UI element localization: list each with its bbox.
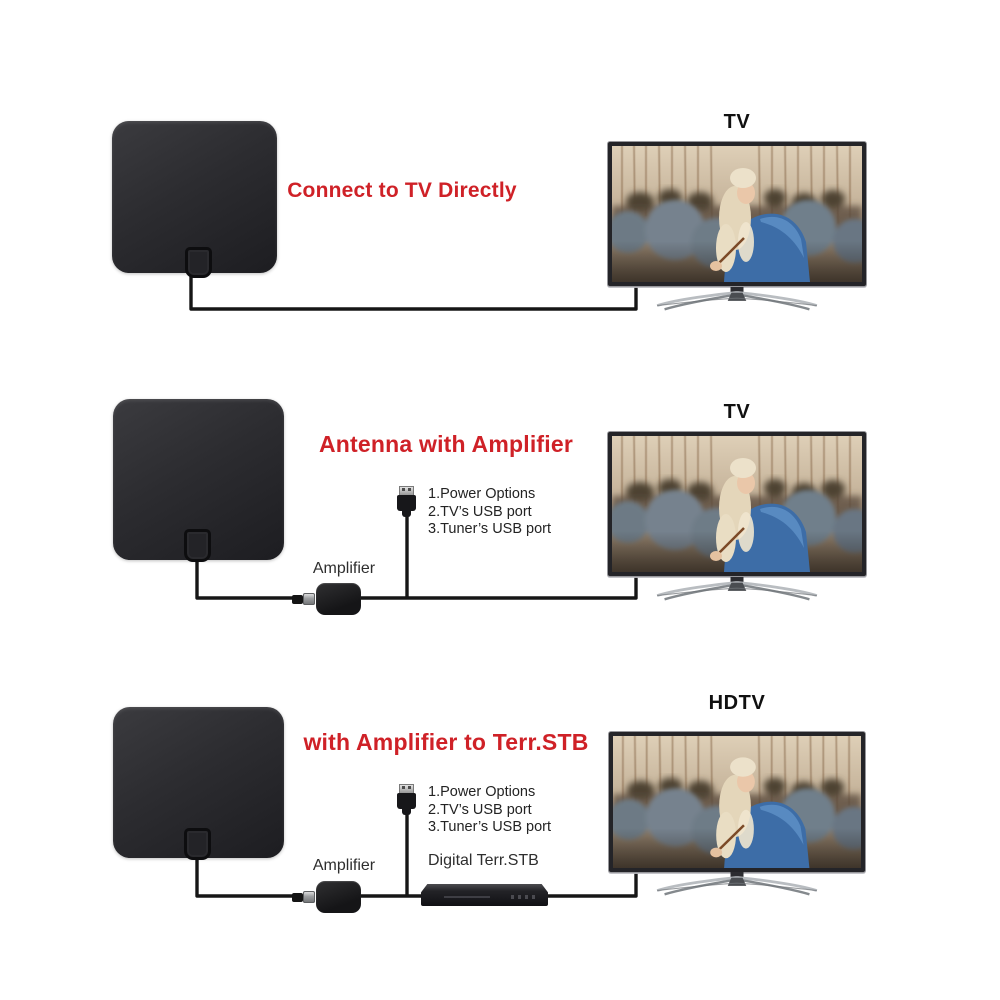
tv-screen-image (613, 736, 861, 868)
amplifier-input-plug (292, 594, 303, 604)
tv-stand (652, 872, 822, 898)
amplifier-body (316, 583, 361, 615)
tv-screen-image (612, 146, 862, 282)
usb-power-options: 1.Power Options 2.TV’s USB port 3.Tuner’… (428, 784, 551, 837)
stb-front-buttons (511, 894, 537, 899)
stb-body (421, 884, 548, 906)
tv-unit (608, 731, 866, 873)
amplifier-device (292, 583, 361, 615)
amplifier-input-plug (292, 892, 303, 902)
usb-power-option: 1.Power Options (428, 486, 536, 502)
tv-unit (607, 431, 867, 577)
usb-power-option: 2.TV’s USB port (428, 503, 532, 520)
tv-unit (607, 141, 867, 287)
stb-device (421, 884, 548, 906)
amplifier-coax-connector (303, 593, 315, 605)
amplifier-device (292, 881, 361, 913)
tv-label: TV (723, 111, 751, 133)
usb-plug-icon (396, 486, 416, 517)
stb-disc-slot (443, 896, 490, 899)
usb-plug-body (396, 495, 416, 511)
tv-stand (652, 287, 822, 313)
tv-screen-image (612, 436, 862, 572)
amplifier-body (316, 881, 361, 913)
usb-metal-tip (398, 784, 414, 793)
coax-cable (360, 575, 638, 600)
usb-metal-tip (398, 486, 414, 495)
amplifier-coax-connector (303, 891, 315, 903)
usb-power-option: 3.Tuner’s USB port (428, 521, 552, 537)
usb-power-option: 2.TV’s USB port (428, 801, 532, 818)
usb-power-option: 1.Power Options (428, 784, 536, 800)
antenna-cable-connector (184, 828, 211, 860)
usb-power-options: 1.Power Options 2.TV’s USB port 3.Tuner’… (428, 486, 551, 539)
usb-power-option: 3.Tuner’s USB port (428, 819, 552, 835)
tv-label: HDTV (708, 692, 766, 714)
tv-stand (652, 577, 822, 603)
stb-label: Digital Terr.STB (428, 852, 539, 869)
tv-label: TV (723, 401, 751, 423)
section-title: Antenna with Amplifier (319, 431, 573, 457)
amplifier-label: Amplifier (312, 857, 376, 874)
section-title: with Amplifier to Terr.STB (303, 729, 589, 755)
coax-cable (195, 558, 296, 600)
usb-plug-neck (401, 511, 411, 517)
section-title: Connect to TV Directly (287, 179, 517, 202)
antenna-cable-connector (185, 247, 212, 278)
coax-cable (189, 274, 638, 311)
usb-plug-icon (396, 784, 416, 815)
usb-plug-neck (401, 809, 411, 815)
coax-cable (195, 856, 296, 898)
antenna-cable-connector (184, 529, 211, 562)
usb-plug-body (396, 793, 416, 809)
amplifier-label: Amplifier (312, 560, 376, 577)
